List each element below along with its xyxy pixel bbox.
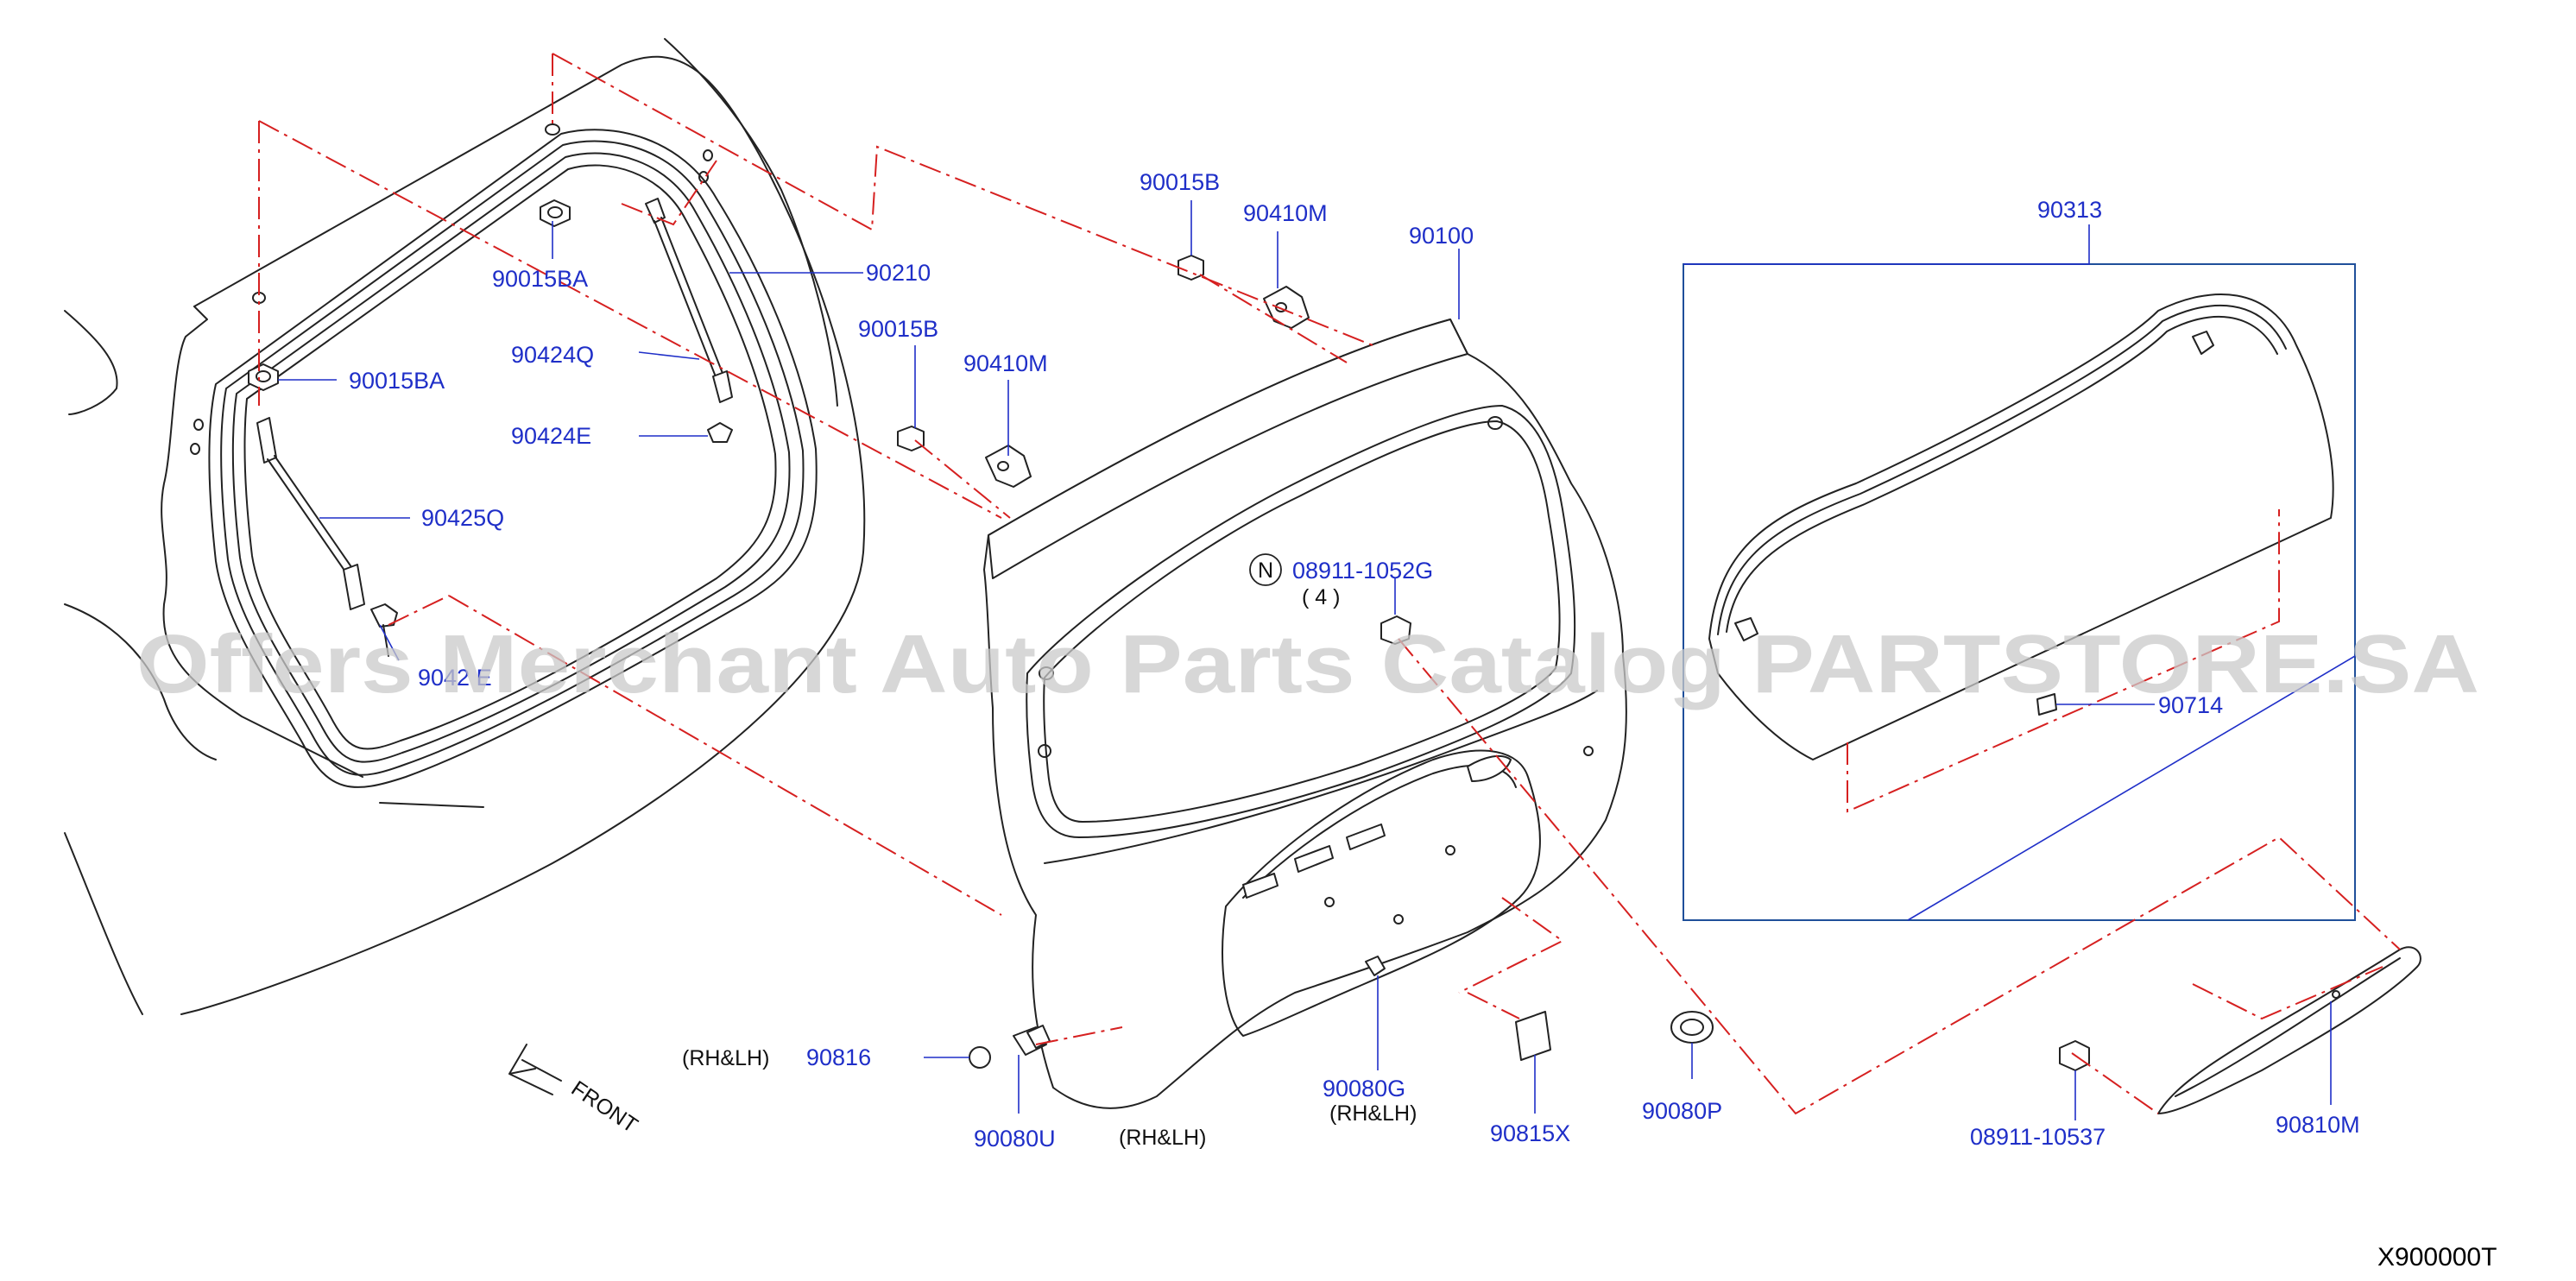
watermark: Offers Merchant Auto Parts Catalog PARTS…	[136, 618, 2479, 710]
part-labels: 90015BA 90015BA 90210 90424Q 90424E 9042…	[349, 169, 2360, 1152]
label-90015BA-left[interactable]: 90015BA	[349, 368, 445, 394]
label-9042xE[interactable]: 9042 E	[418, 665, 492, 691]
clip-90015BA-left-shape	[248, 363, 279, 391]
label-90815X[interactable]: 90815X	[1490, 1120, 1570, 1146]
label-90313[interactable]: 90313	[2037, 197, 2102, 223]
ring-90816-shape	[969, 1046, 991, 1069]
grommet-90080P-shape	[1670, 1011, 1714, 1044]
label-90816[interactable]: 90816	[806, 1044, 871, 1070]
label-90810M[interactable]: 90810M	[2276, 1112, 2360, 1138]
label-qty-4: ( 4 )	[1302, 585, 1340, 609]
front-label: FRONT	[567, 1076, 642, 1138]
label-90410M-mid[interactable]: 90410M	[963, 350, 1048, 376]
clip-90015BA-top-shape	[540, 199, 571, 227]
stay-90425Q-shape	[256, 417, 398, 657]
body-opening-illustration	[64, 38, 866, 1015]
pad-90815X-shape	[1515, 1011, 1551, 1061]
label-rhlh-90080U: (RH&LH)	[1119, 1126, 1206, 1150]
finisher-90810M-shape	[2059, 946, 2421, 1114]
label-90210[interactable]: 90210	[866, 260, 931, 286]
n-marker-text: N	[1258, 558, 1273, 583]
stay-90424Q-shape	[645, 198, 733, 443]
label-90424Q[interactable]: 90424Q	[511, 342, 594, 368]
back-door-panel-90100	[983, 319, 1627, 1109]
label-90424E[interactable]: 90424E	[511, 423, 591, 449]
label-90100[interactable]: 90100	[1409, 223, 1474, 249]
leader-lines	[278, 200, 2356, 1120]
label-08911-1052G[interactable]: 08911-1052G	[1292, 558, 1433, 584]
label-90080U[interactable]: 90080U	[974, 1126, 1056, 1152]
nut-90015B-mid-shape	[897, 426, 925, 451]
label-90015B-top[interactable]: 90015B	[1140, 169, 1220, 195]
n-marker-icon: N	[1249, 553, 1282, 586]
hinge-90410M-top-shape	[1263, 286, 1310, 329]
label-rhlh-90816: (RH&LH)	[682, 1046, 769, 1070]
diagram-code: X900000T	[2377, 1243, 2497, 1272]
label-08911-10537[interactable]: 08911-10537	[1970, 1124, 2106, 1150]
spoiler-90313-shape	[1708, 293, 2334, 760]
label-90080G[interactable]: 90080G	[1323, 1076, 1405, 1101]
clip-90080G-shape	[1365, 956, 1386, 976]
label-90410M-top[interactable]: 90410M	[1243, 200, 1328, 226]
label-90714[interactable]: 90714	[2158, 692, 2223, 718]
phantom-lines	[258, 53, 2401, 1115]
front-arrow-icon	[508, 1044, 562, 1095]
nut-90015B-top-shape	[1178, 255, 1204, 281]
label-90015BA-top[interactable]: 90015BA	[492, 266, 588, 292]
label-90015B-mid[interactable]: 90015B	[858, 316, 938, 342]
label-90080P[interactable]: 90080P	[1642, 1098, 1722, 1124]
label-90425Q[interactable]: 90425Q	[421, 505, 504, 531]
label-rhlh-90080G: (RH&LH)	[1329, 1101, 1417, 1126]
bolt-08911-1052G-shape	[1380, 615, 1411, 645]
